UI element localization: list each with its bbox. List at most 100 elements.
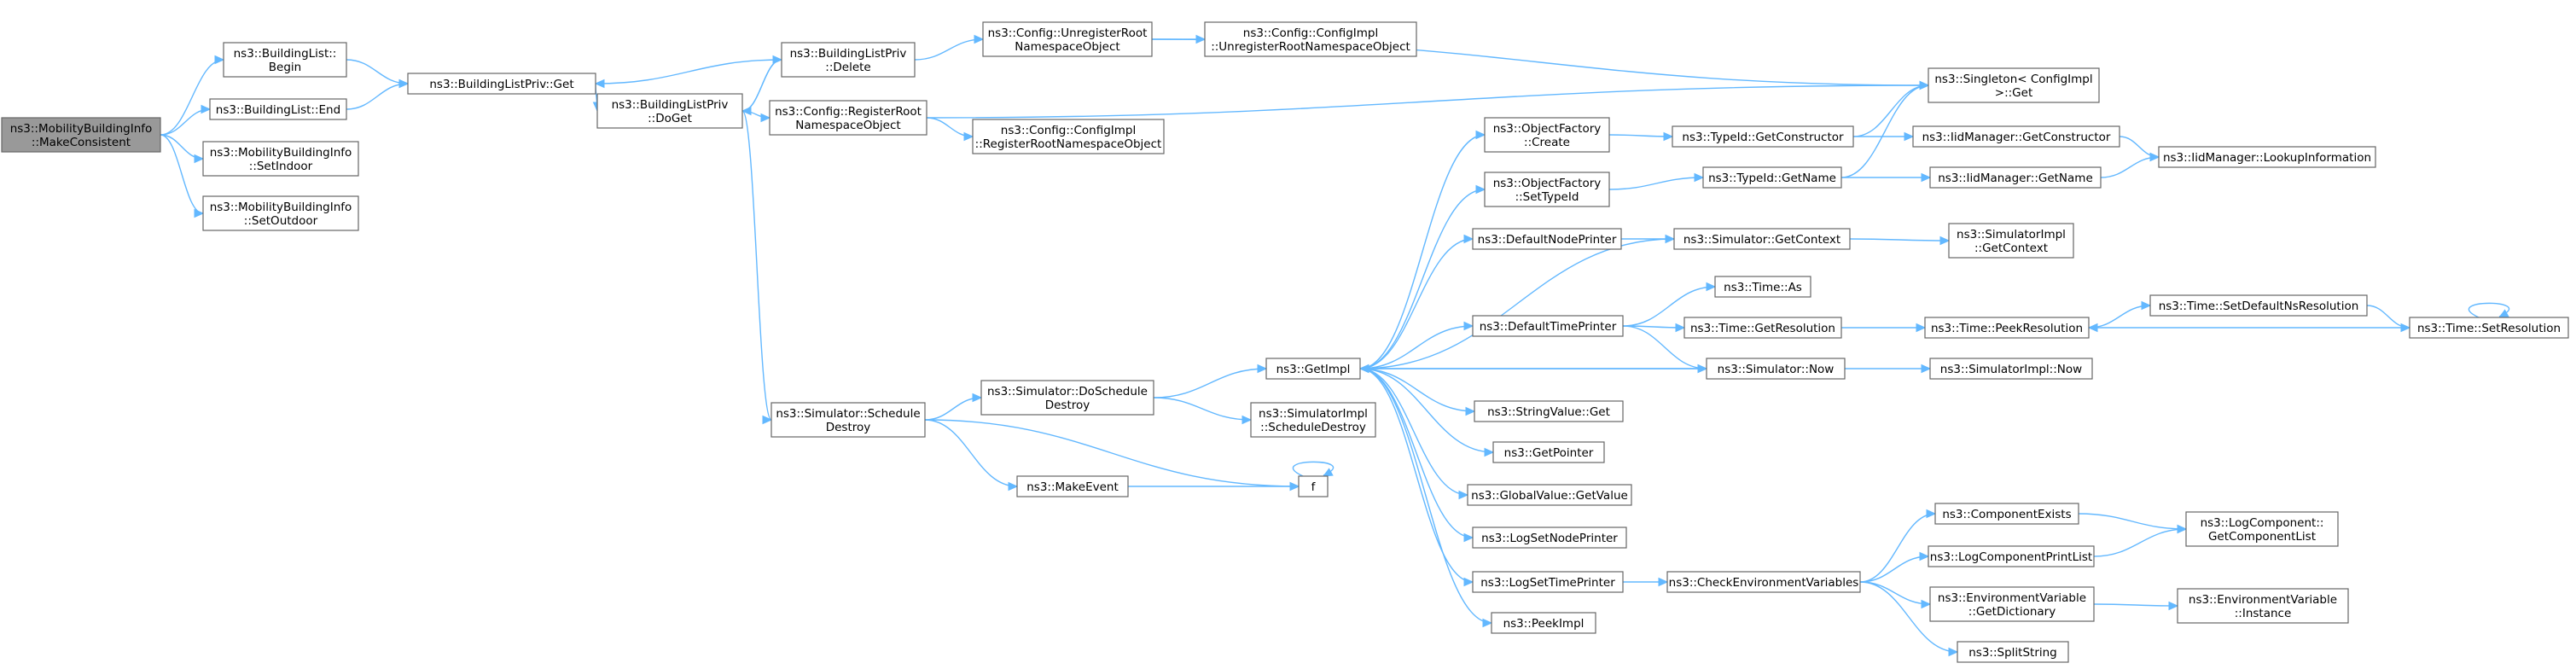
edge-getimpl-to-defaultnodeprinter (1359, 234, 1474, 369)
node-setoutdoor[interactable]: ns3::MobilityBuildingInfo::SetOutdoor (202, 195, 359, 231)
node-sim-getcontext[interactable]: ns3::Simulator::GetContext (1673, 228, 1851, 250)
node-label: ::Delete (825, 61, 870, 74)
node-componentexists[interactable]: ns3::ComponentExists (1934, 503, 2079, 525)
node-cfgimpl-unregister[interactable]: ns3::Config::ConfigImpl::UnregisterRootN… (1204, 21, 1417, 57)
node-typeid-getname[interactable]: ns3::TypeId::GetName (1702, 166, 1842, 189)
node-defaultnodeprinter[interactable]: ns3::DefaultNodePrinter (1472, 228, 1622, 250)
edge-line (1359, 368, 1474, 583)
node-setindoor[interactable]: ns3::MobilityBuildingInfo::SetIndoor (202, 141, 359, 177)
graph-edges (160, 34, 2510, 657)
node-label: ns3::SimulatorImpl (1957, 228, 2066, 241)
node-box (1492, 441, 1605, 463)
node-makeevent[interactable]: ns3::MakeEvent (1016, 475, 1129, 497)
node-typeid-getconstructor[interactable]: ns3::TypeId::GetConstructor (1672, 125, 1854, 148)
node-box (982, 21, 1153, 57)
node-defaulttimeprinter[interactable]: ns3::DefaultTimePrinter (1472, 315, 1624, 337)
node-logsetnodeprinter[interactable]: ns3::LogSetNodePrinter (1472, 526, 1627, 549)
edge-time-peekresolution-to-time-setdefaultnsresolution (2088, 300, 2152, 329)
edge-defaulttimeprinter-to-time-as (1622, 282, 1717, 327)
node-blp-delete[interactable]: ns3::BuildingListPriv::Delete (781, 42, 916, 78)
node-logcomponentprintlist[interactable]: ns3::LogComponentPrintList (1928, 545, 2095, 567)
edge-line (1359, 368, 1492, 624)
node-simimpl-now[interactable]: ns3::SimulatorImpl::Now (1929, 358, 2093, 380)
node-iid-getname[interactable]: ns3::IidManager::GetName (1929, 166, 2102, 189)
node-label: ::GetContext (1974, 241, 2048, 255)
edge-line (1153, 397, 1252, 421)
edge-arrowhead (194, 154, 205, 164)
edge-line (1840, 84, 1929, 178)
node-cfgimpl-register[interactable]: ns3::Config::ConfigImpl::RegisterRootNam… (972, 119, 1165, 154)
edge-getimpl-to-peekimpl (1359, 368, 1493, 628)
node-label: Destroy (1045, 398, 1090, 412)
node-label: ns3::PeekImpl (1503, 617, 1585, 631)
edge-arrowhead (1358, 364, 1369, 374)
node-getimpl[interactable]: ns3::GetImpl (1265, 358, 1361, 380)
node-time-as[interactable]: ns3::Time::As (1714, 276, 1811, 298)
edge-getimpl-to-logsettimeprinter (1359, 368, 1474, 587)
node-sim-now[interactable]: ns3::Simulator::Now (1706, 358, 1846, 380)
edge-sim-now-to-getimpl (1358, 364, 1707, 374)
node-iid-lookupinformation[interactable]: ns3::IidManager::LookupInformation (2158, 146, 2376, 168)
node-logsettimeprinter[interactable]: ns3::LogSetTimePrinter (1472, 571, 1624, 593)
edge-line (741, 110, 772, 421)
node-simimpl-getcontext[interactable]: ns3::SimulatorImpl::GetContext (1948, 223, 2074, 259)
node-time-peekresolution[interactable]: ns3::Time::PeekResolution (1924, 317, 2090, 339)
edge-sim-getcontext-to-getimpl (1358, 238, 1675, 374)
node-simimpl-scheduledestroy[interactable]: ns3::SimulatorImpl::ScheduleDestroy (1250, 402, 1376, 438)
edge-checkenv-to-logcomponentprintlist (1859, 551, 1930, 583)
edge-logsettimeprinter-to-checkenv (1622, 577, 1669, 587)
node-time-getresolution[interactable]: ns3::Time::GetResolution (1683, 317, 1842, 339)
node-getpointer[interactable]: ns3::GetPointer (1492, 441, 1605, 463)
edge-arrowhead (1658, 577, 1669, 587)
node-envvar-instance[interactable]: ns3::EnvironmentVariable::Instance (2177, 588, 2349, 624)
node-peekimpl[interactable]: ns3::PeekImpl (1491, 612, 1596, 634)
node-bl-begin[interactable]: ns3::BuildingList::Begin (223, 42, 347, 78)
node-blp-doget[interactable]: ns3::BuildingListPriv::DoGet (596, 93, 743, 129)
node-label: ns3::DefaultTimePrinter (1480, 320, 1617, 334)
node-label: ns3::Time::As (1724, 281, 1802, 294)
node-of-create[interactable]: ns3::ObjectFactory::Create (1484, 117, 1610, 153)
node-globalvalue-getvalue[interactable]: ns3::GlobalValue::GetValue (1467, 484, 1632, 506)
node-singleton-get[interactable]: ns3::Singleton< ConfigImpl >::Get (1928, 67, 2100, 103)
node-iid-getconstructor[interactable]: ns3::IidManager::GetConstructor (1912, 125, 2120, 148)
node-checkenv[interactable]: ns3::CheckEnvironmentVariables (1666, 571, 1861, 593)
node-blp-get[interactable]: ns3::BuildingListPriv::Get (407, 73, 596, 95)
edge-line (1622, 325, 1707, 369)
edge-makeevent-to-f (1128, 481, 1300, 492)
edge-arrowhead (2497, 309, 2509, 318)
node-stringvalue-get[interactable]: ns3::StringValue::Get (1474, 400, 1624, 422)
edge-typeid-getname-to-singleton-get (1840, 80, 1930, 178)
edge-line (2468, 302, 2510, 318)
node-label: ns3::Time::GetResolution (1690, 322, 1835, 335)
node-label: ns3::IidManager::LookupInformation (2163, 151, 2371, 165)
node-time-setdefaultnsresolution[interactable]: ns3::Time::SetDefaultNsResolution (2149, 294, 2368, 317)
node-label: ns3::IidManager::GetConstructor (1922, 131, 2111, 144)
node-cfg-register[interactable]: ns3::Config::RegisterRootNamespaceObject (769, 100, 927, 136)
node-logcomponent-getcomponentlist[interactable]: ns3::LogComponent::GetComponentList (2185, 511, 2339, 547)
edge-line (914, 38, 984, 61)
node-envvar-getdictionary[interactable]: ns3::EnvironmentVariable::GetDictionary (1929, 586, 2095, 622)
node-box (2409, 317, 2569, 339)
node-root[interactable]: ns3::MobilityBuildingInfo::MakeConsisten… (1, 117, 161, 153)
edge-of-create-to-typeid-getconstructor (1608, 131, 1674, 142)
node-label: ns3::SimulatorImpl (1259, 407, 1368, 421)
node-splitstring[interactable]: ns3::SplitString (1957, 641, 2069, 663)
node-sim-scheduledestroy[interactable]: ns3::Simulator::ScheduleDestroy (770, 402, 926, 438)
edge-line (160, 59, 224, 136)
node-of-settypeid[interactable]: ns3::ObjectFactory::SetTypeId (1484, 172, 1610, 207)
node-bl-end[interactable]: ns3::BuildingList::End (209, 98, 347, 120)
node-box (1928, 545, 2095, 567)
node-box (1928, 67, 2100, 103)
node-f[interactable]: f (1298, 475, 1329, 497)
node-box (1929, 358, 2093, 380)
node-box (1265, 358, 1361, 380)
node-time-setresolution[interactable]: ns3::Time::SetResolution (2409, 317, 2569, 339)
edge-line (1359, 325, 1474, 369)
edge-line (1849, 238, 1950, 241)
edge-arrowhead (741, 106, 752, 116)
node-label: ns3::MakeEvent (1026, 480, 1119, 494)
node-box (1924, 317, 2090, 339)
edge-checkenv-to-splitstring (1859, 581, 1959, 657)
node-cfg-unregister[interactable]: ns3::Config::UnregisterRootNamespaceObje… (982, 21, 1153, 57)
